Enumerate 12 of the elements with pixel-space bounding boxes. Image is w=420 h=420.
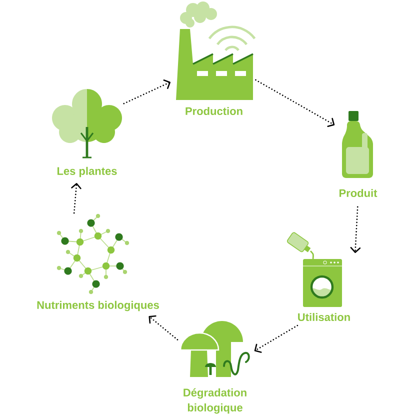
- arrow: [123, 80, 171, 104]
- node-label: Utilisation: [298, 312, 350, 322]
- arrow: [148, 315, 178, 340]
- arrow: [350, 206, 361, 253]
- node-label: Produit: [340, 188, 378, 198]
- arrow: [254, 324, 298, 353]
- node-label: Nutriments biologiques: [37, 300, 159, 312]
- node-label: Production: [186, 106, 242, 116]
- node-label: Dégradation biologique: [184, 388, 246, 414]
- arrow: [255, 79, 335, 128]
- node-label: Les plantes: [57, 166, 117, 178]
- arrow: [71, 182, 82, 214]
